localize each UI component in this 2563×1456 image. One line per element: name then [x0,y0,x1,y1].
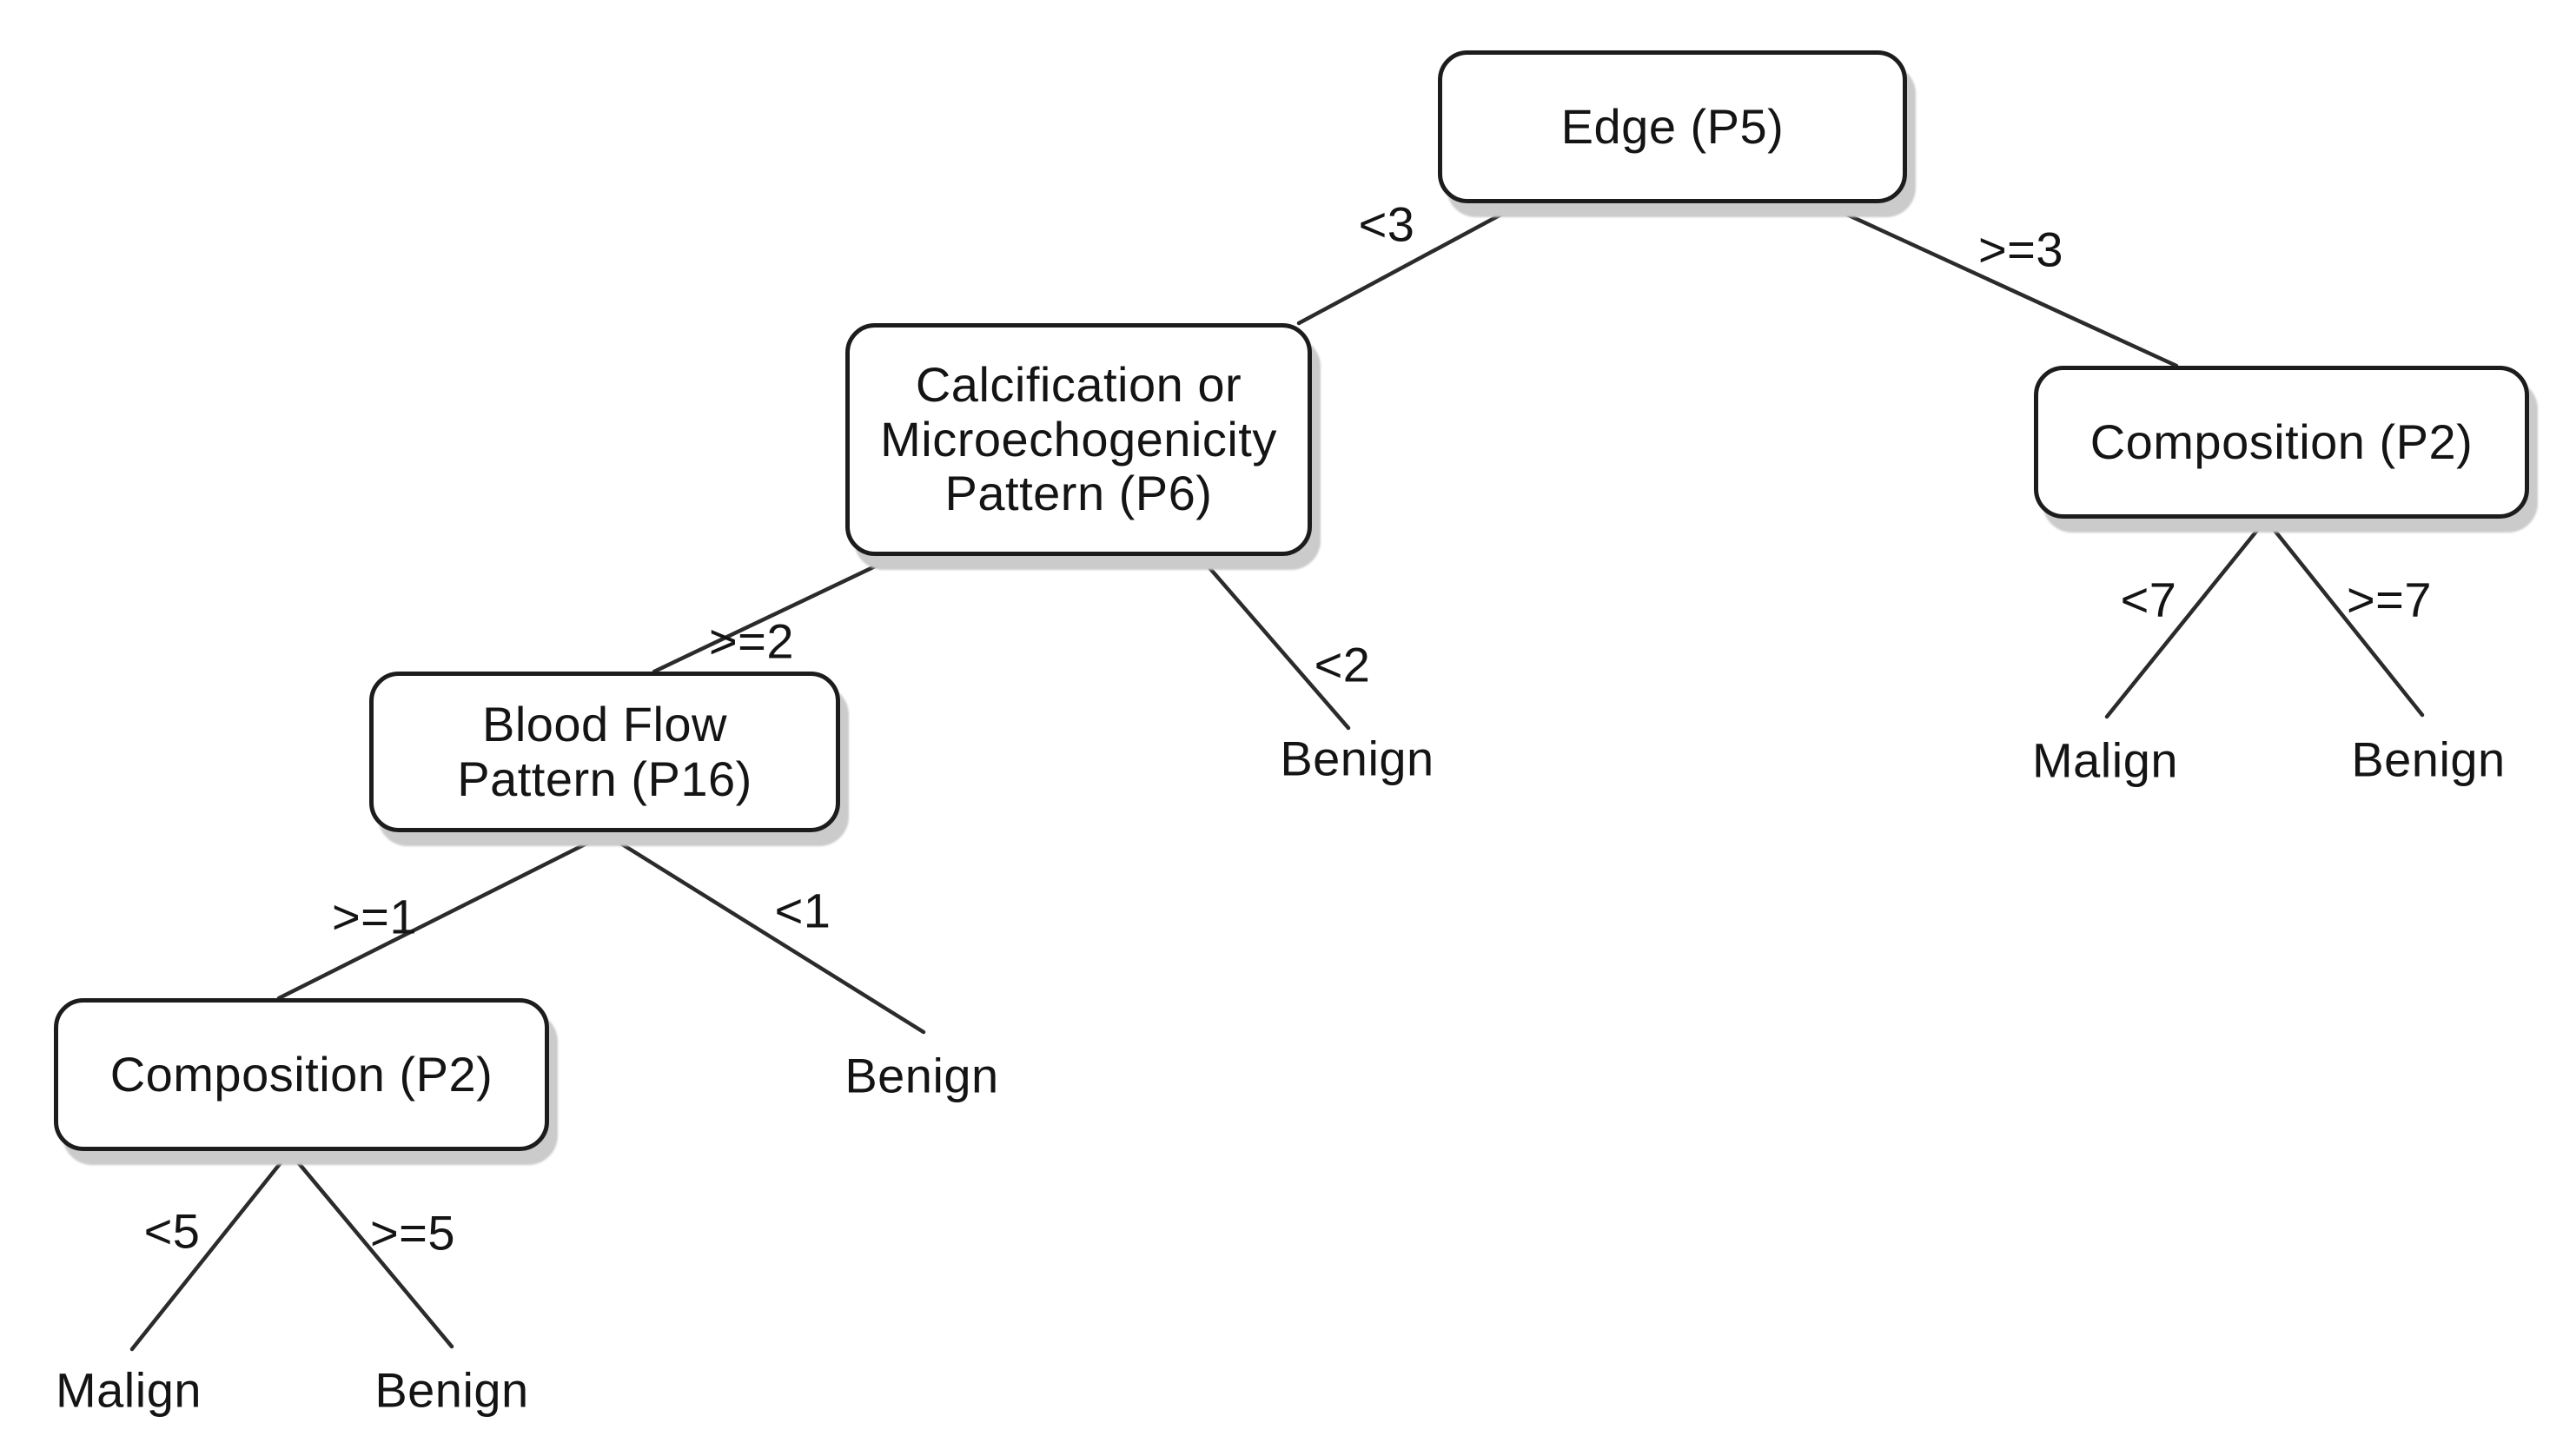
branch-line-calc-lt2 [1198,555,1351,731]
node-composition-p2-left-label: Composition (P2) [109,1046,493,1102]
node-bloodflow-p16-label: Blood Flow Pattern (P16) [457,696,752,806]
branch-line-root-gte3 [1824,202,2179,368]
branch-line-compright-lt7 [2104,517,2268,719]
node-calcification-p6: Calcification or Microechogenicity Patte… [845,323,1312,556]
branch-label-lt3: <3 [1358,196,1415,252]
branch-line-compleft-gte5 [287,1149,454,1349]
branch-line-bloodflow-gte1 [276,831,608,1001]
branch-line-calc-gte2 [652,555,896,674]
leaf-benign-under-lt1: Benign [844,1048,999,1103]
branch-line-compright-gte7 [2263,517,2425,718]
node-edge-p5-label: Edge (P5) [1560,98,1785,154]
branch-label-gte1: >=1 [331,889,418,944]
leaf-malign-under-lt7: Malign [2032,732,2178,788]
node-calcification-p6-label: Calcification or Microechogenicity Patte… [880,356,1277,521]
node-composition-p2-right: Composition (P2) [2034,366,2529,519]
branch-label-gte5: >=5 [369,1205,456,1261]
node-edge-p5: Edge (P5) [1438,50,1907,203]
branch-line-compleft-lt5 [129,1149,292,1352]
node-bloodflow-p16: Blood Flow Pattern (P16) [369,672,840,832]
leaf-benign-under-gte7: Benign [2351,731,2506,787]
leaf-malign-under-lt5: Malign [56,1362,202,1418]
branch-label-lt1: <1 [774,883,831,938]
node-composition-p2-left: Composition (P2) [54,998,549,1151]
branch-label-gte3: >=3 [1977,222,2064,277]
branch-label-gte2: >=2 [708,613,795,669]
branch-label-lt7: <7 [2120,572,2177,627]
branch-label-lt5: <5 [143,1203,201,1259]
branch-line-bloodflow-lt1 [603,831,926,1035]
branch-line-root-lt3 [1296,202,1521,326]
branch-label-gte7: >=7 [2346,572,2433,627]
node-composition-p2-right-label: Composition (P2) [2089,414,2474,469]
leaf-benign-under-gte5: Benign [374,1362,529,1418]
branch-label-lt2: <2 [1314,637,1371,692]
leaf-benign-under-lt2: Benign [1280,731,1434,786]
